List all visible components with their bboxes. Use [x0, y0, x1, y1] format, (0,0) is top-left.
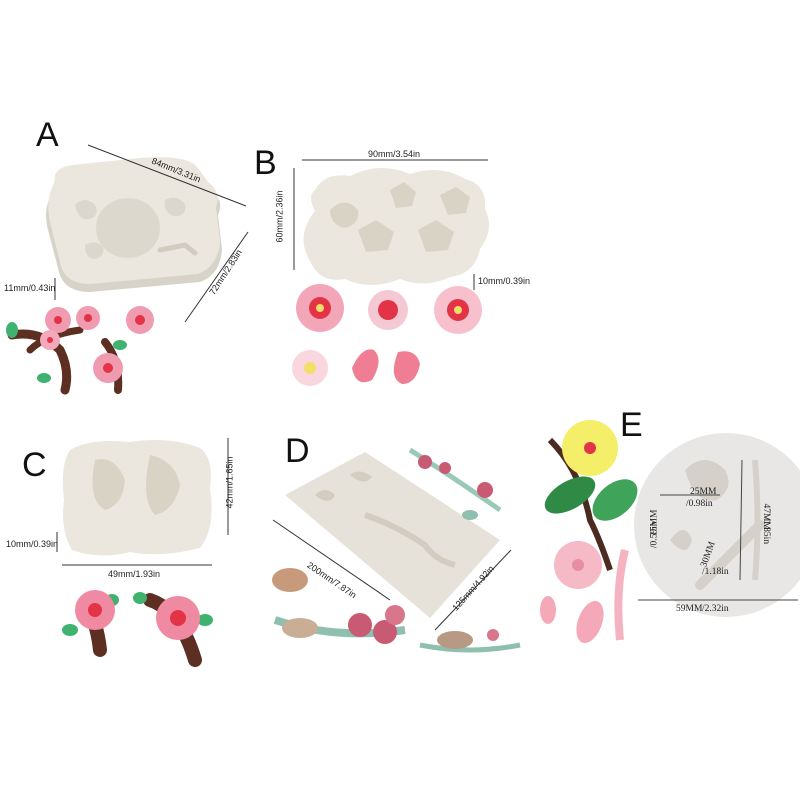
dimension-diameter-in: /2.32in [702, 604, 729, 614]
panel-d: D 200mm/7.87in 125mm/4.92in [255, 420, 540, 680]
panel-a: A 84mm/3.31in 72mm/2.83in 11mm/0.43in [0, 0, 280, 400]
panel-label: C [22, 446, 47, 484]
panel-label: A [36, 116, 59, 154]
blossom-branch-a [6, 306, 154, 395]
dimension-diameter: 59MM [676, 604, 703, 614]
dimension-height: 10mm/0.39in [478, 276, 531, 286]
panel-c: C 42mm/1.65in 10mm/0.39in 49mm/1.93in [0, 420, 260, 680]
flower-set-b [292, 284, 482, 386]
dimension-depth: 42mm/1.65in [224, 456, 235, 509]
blossom-set-c [62, 590, 213, 667]
panel-e: E 25MM /0.98in 15MM /0.59in 30MM /1.18in… [530, 400, 800, 650]
pink-pieces-e [540, 541, 629, 644]
round-mold-e [634, 433, 800, 617]
panel-label: B [254, 144, 277, 182]
dimension-flower: 25MM [690, 487, 717, 497]
dimension-stem-in: /1.85in [761, 517, 772, 545]
mold-c [62, 440, 212, 556]
panel-b: B 90mm/3.54in 60mm/2.36in 10mm/0.39in [250, 130, 550, 400]
dimension-depth: 60mm/2.36in [274, 190, 285, 243]
dimension-flower-in: /0.98in [686, 499, 713, 509]
panel-c-illustration [56, 438, 229, 667]
dimension-leaf-in: /1.18in [702, 567, 729, 577]
panel-e-illustration [540, 420, 800, 644]
dimension-width: 49mm/1.93in [108, 569, 161, 579]
dimension-width: 90mm/3.54in [368, 149, 421, 159]
mold-b [303, 167, 489, 285]
dimension-height: 10mm/0.39in [6, 539, 59, 549]
dimension-height: 11mm/0.43in [4, 283, 56, 293]
panel-label: E [620, 406, 643, 444]
panel-b-illustration [292, 159, 489, 386]
blossom-branches-d [272, 447, 521, 653]
flower-branch-e [544, 420, 638, 571]
panel-d-illustration [272, 447, 521, 653]
mold-a [46, 157, 223, 292]
panel-label: D [285, 432, 310, 470]
dimension-petal-in: /0.59in [649, 521, 660, 549]
panel-a-illustration [6, 144, 249, 395]
mold-d [285, 452, 500, 618]
